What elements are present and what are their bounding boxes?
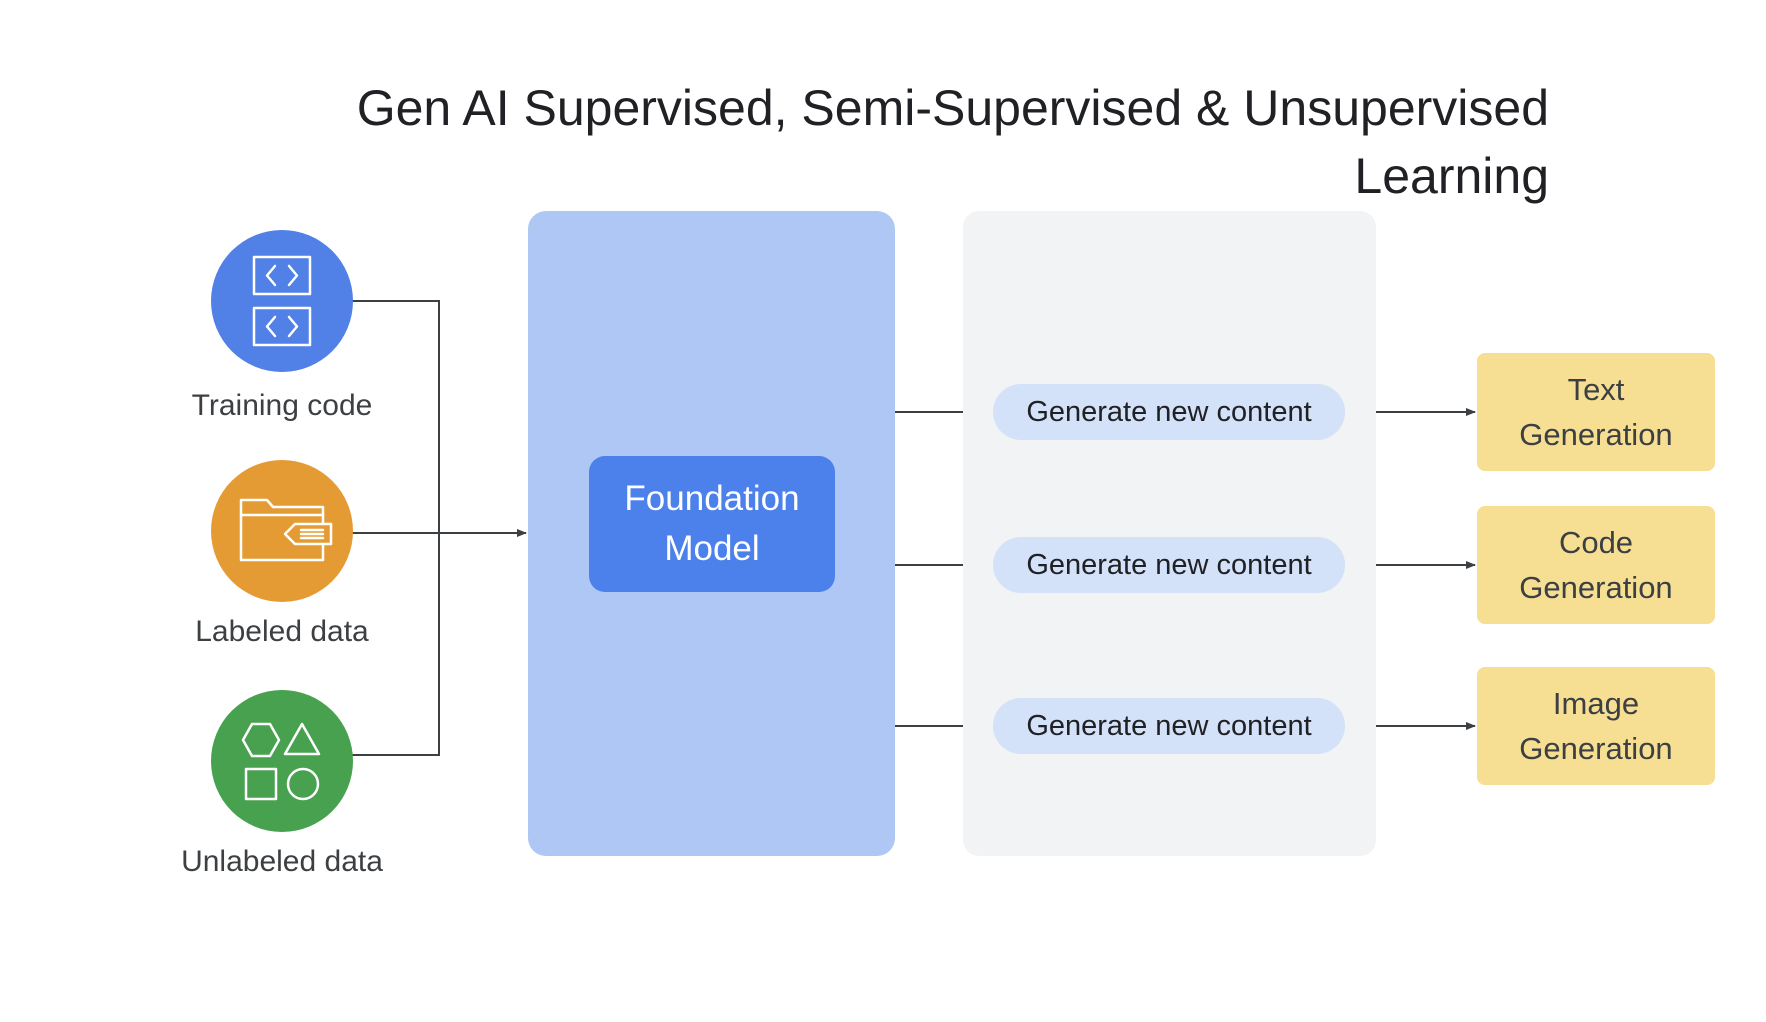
input-label-labeled-data: Labeled data [195, 615, 369, 648]
code-blocks-icon [211, 230, 353, 372]
generate-content-pill-3: Generate new content [993, 698, 1345, 754]
output-text-generation: Text Generation [1477, 353, 1715, 471]
generator-panel [963, 211, 1376, 856]
output-image-generation: Image Generation [1477, 667, 1715, 785]
input-label-training-code: Training code [191, 389, 373, 422]
folder-tag-icon [211, 460, 353, 602]
foundation-model-box: Foundation Model [589, 456, 835, 592]
output-code-generation: Code Generation [1477, 506, 1715, 624]
generate-content-pill-1: Generate new content [993, 384, 1345, 440]
connector-training-code [352, 300, 440, 756]
diagram-title: Gen AI Supervised, Semi-Supervised & Uns… [356, 80, 1549, 204]
shapes-icon [211, 690, 353, 832]
input-label-unlabeled-data: Unlabeled data [181, 845, 383, 878]
generate-content-pill-2: Generate new content [993, 537, 1345, 593]
